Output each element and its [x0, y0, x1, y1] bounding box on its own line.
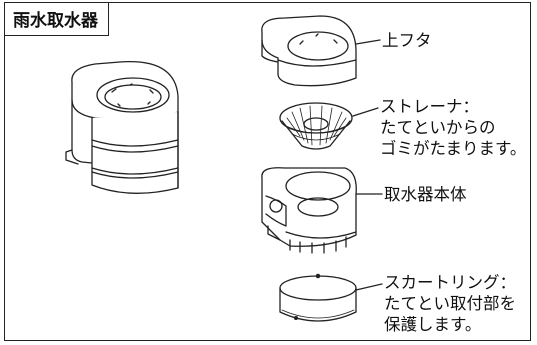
skirt-leader-line: [355, 283, 383, 291]
strainer-label: ストレーナ： たてといからの ゴミがたまります。: [380, 97, 527, 158]
body-label: 取水器本体: [384, 185, 467, 204]
strainer-leader-line: [352, 107, 379, 117]
strainer-drawing: [279, 102, 353, 150]
diagram-title: 雨水取水器: [5, 3, 109, 36]
diagram-frame: 雨水取水器: [4, 2, 531, 341]
assembled-collector-drawing: [65, 60, 179, 194]
lid-leader-line: [355, 39, 381, 45]
lid-drawing: [261, 15, 357, 87]
lid-label: 上フタ: [382, 31, 432, 50]
main-body-drawing: [261, 167, 357, 254]
skirt-label: スカートリング： たてとい取付部を 保護します。: [384, 273, 516, 334]
skirt-ring-drawing: [279, 273, 357, 322]
